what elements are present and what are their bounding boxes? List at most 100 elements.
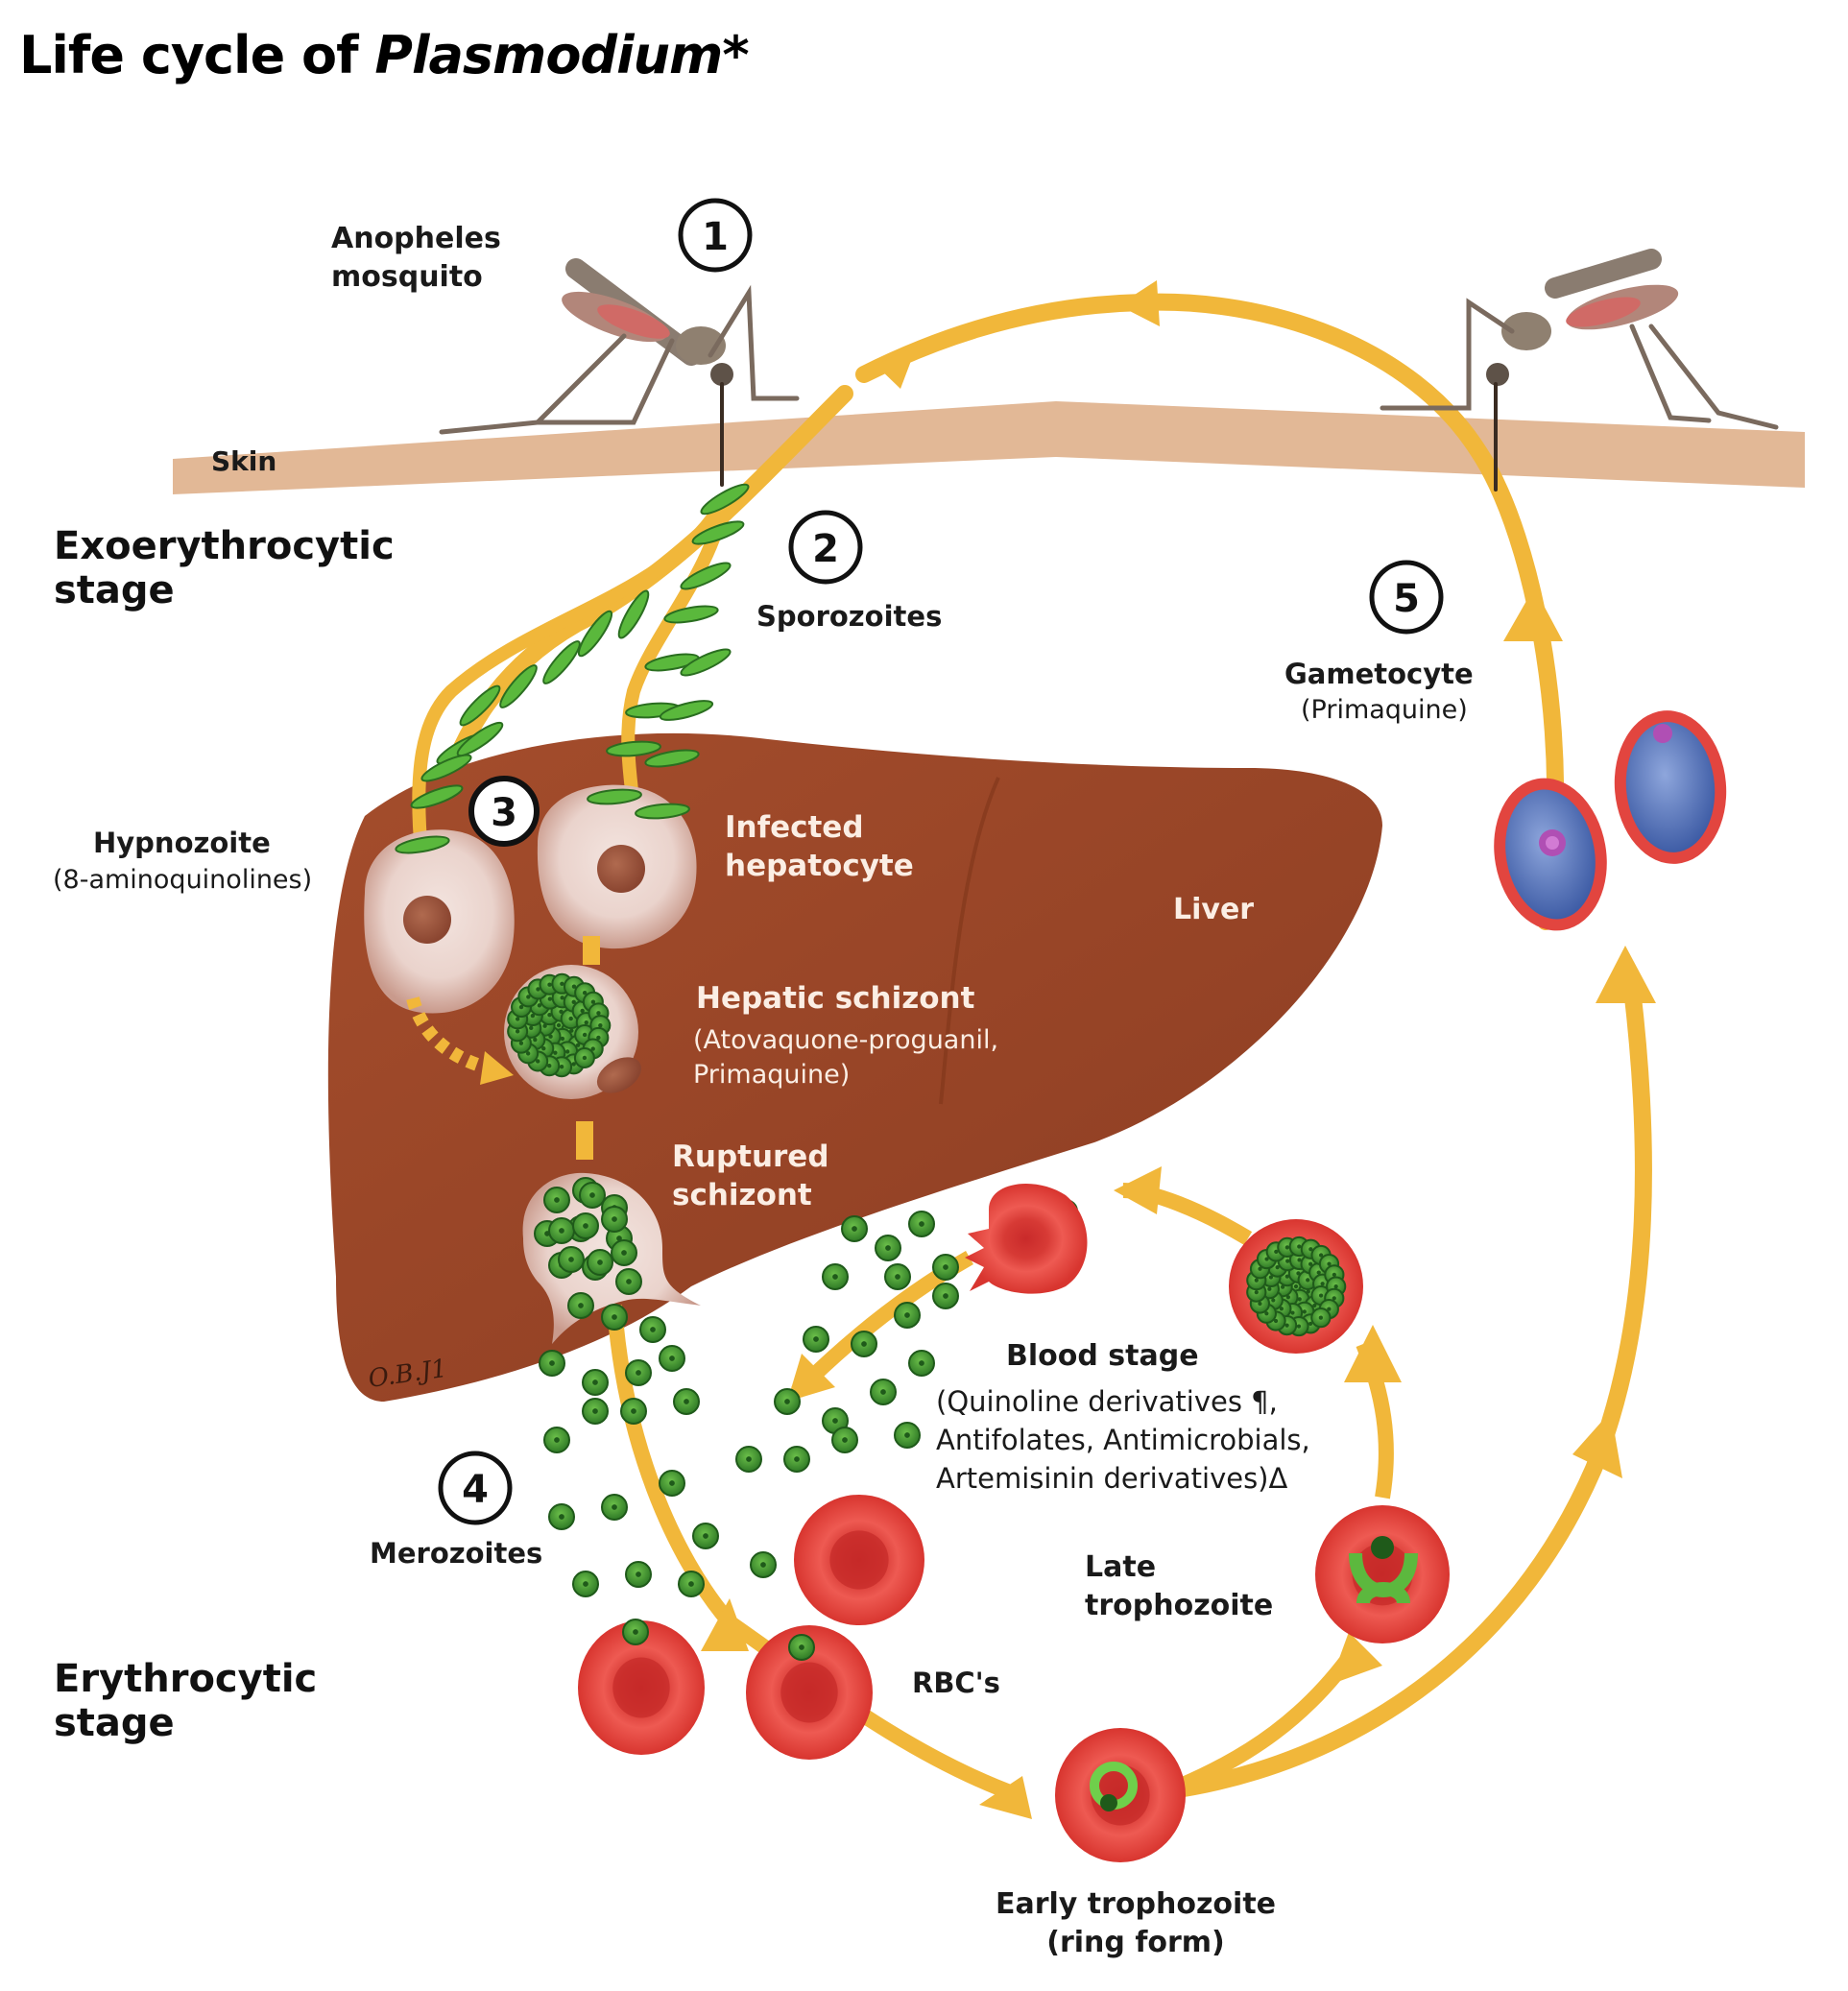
sporozoite — [635, 803, 690, 820]
step-2: 2 — [788, 510, 863, 585]
sporozoite — [606, 740, 661, 757]
svg-text:1: 1 — [702, 215, 729, 259]
early-trophozoite-rbc — [1055, 1728, 1186, 1862]
exoerythrocytic-stage-line1: Exoerythrocytic — [54, 524, 395, 568]
bursting-rbc — [965, 1184, 1088, 1294]
schizont-merozoite-cluster — [507, 972, 612, 1078]
merozoite — [573, 1046, 595, 1068]
erythrocytic-stage-line2: stage — [54, 1701, 175, 1745]
mosquito-icon-right — [1380, 249, 1779, 492]
merozoite — [582, 1398, 609, 1425]
merozoites-label: Merozoites — [370, 1537, 542, 1570]
merozoite — [831, 1427, 858, 1453]
title-genus: Plasmodium — [374, 25, 723, 85]
merozoite — [639, 1316, 666, 1343]
sporozoite — [499, 664, 538, 708]
merozoite — [579, 1182, 606, 1209]
blood-stage-label: Blood stage — [1006, 1339, 1199, 1373]
outer-arrowheads — [876, 280, 1656, 1478]
merozoite — [788, 1634, 815, 1661]
merozoite — [587, 1249, 613, 1276]
late-trophozoite-rbc — [1315, 1505, 1450, 1643]
sporozoites-label: Sporozoites — [756, 600, 942, 633]
gametocyte-female — [1494, 778, 1607, 931]
merozoite — [625, 1359, 652, 1386]
merozoite — [615, 1268, 642, 1295]
sporozoite — [644, 749, 700, 768]
mosquito-label-line2: mosquito — [331, 260, 483, 294]
blood-stage-drug-line1: (Quinoline derivatives ¶, — [936, 1385, 1278, 1418]
svg-text:3: 3 — [491, 791, 517, 835]
sporozoite — [459, 684, 501, 727]
merozoite — [572, 1571, 599, 1597]
merozoite — [908, 1350, 935, 1377]
merozoite — [622, 1619, 649, 1645]
blood-stage-drug-line3: Artemisinin derivatives)Δ — [936, 1462, 1287, 1495]
sporozoite — [542, 640, 581, 684]
sporozoite — [577, 610, 613, 658]
connector-arrow — [583, 936, 600, 965]
merozoite — [601, 1304, 628, 1331]
merozoite — [783, 1446, 810, 1473]
title-asterisk: * — [722, 25, 749, 85]
merozoite — [735, 1446, 762, 1473]
red-blood-cell — [578, 1620, 705, 1755]
sporozoite — [663, 605, 719, 624]
sporozoite — [410, 784, 464, 809]
late-trophozoite-label-line1: Late — [1085, 1550, 1156, 1584]
merozoite — [548, 1503, 575, 1530]
merozoite — [908, 1211, 935, 1237]
merozoite — [1310, 1307, 1332, 1329]
connector-arrow — [576, 1121, 593, 1160]
sporozoite — [680, 562, 732, 590]
red-blood-cell — [794, 1495, 924, 1625]
sporozoite — [700, 483, 750, 516]
hypnozoite-drug-label: (8-aminoquinolines) — [53, 865, 312, 895]
blood-cycle-arrowheads — [701, 1166, 1402, 1819]
liver-lobe-line — [939, 777, 1000, 1105]
sporozoite-arrows — [412, 495, 732, 865]
sporozoite — [420, 754, 472, 782]
merozoite — [601, 1206, 628, 1233]
merozoite — [932, 1283, 959, 1309]
step-4: 4 — [438, 1451, 513, 1525]
merozoite — [750, 1551, 777, 1578]
hepatic-schizont-cell — [504, 965, 642, 1099]
svg-text:4: 4 — [462, 1468, 489, 1512]
step-3: 3 — [468, 776, 540, 847]
infected-hepatocyte-label-line1: Infected — [725, 810, 864, 845]
gametocyte-male — [1614, 710, 1727, 864]
sporozoites-group — [395, 483, 750, 854]
rbcs-label: RBC's — [912, 1667, 1000, 1699]
red-blood-cells — [578, 1495, 1450, 1862]
late-trophozoite-label-line2: trophozoite — [1085, 1589, 1273, 1622]
svg-text:2: 2 — [812, 527, 839, 571]
arrowhead-right-upper — [1503, 588, 1563, 641]
svg-text:5: 5 — [1393, 577, 1420, 621]
merozoite — [803, 1326, 829, 1353]
skin-layer — [173, 401, 1805, 494]
title-prefix: Life cycle of — [19, 25, 375, 85]
erythrocytic-stage-line1: Erythrocytic — [54, 1657, 317, 1701]
mosquito-icon-left — [439, 258, 800, 487]
page-title: Life cycle of Plasmodium* — [19, 25, 750, 85]
sporozoite — [617, 589, 650, 639]
step-1: 1 — [678, 198, 753, 273]
early-trophozoite-label-line2: (ring form) — [1046, 1926, 1225, 1959]
hepatic-schizont-label: Hepatic schizont — [696, 981, 975, 1016]
merozoite — [774, 1388, 801, 1415]
merozoite — [659, 1470, 685, 1497]
ruptured-schizont-label-line2: schizont — [672, 1178, 812, 1212]
blood-schizont-cluster — [1246, 1235, 1347, 1337]
infected-hepatocyte-label-line2: hepatocyte — [725, 849, 914, 883]
skin-label: Skin — [211, 445, 276, 477]
merozoite — [678, 1571, 705, 1597]
merozoite — [539, 1350, 565, 1377]
hypnozoite-cell — [364, 829, 515, 1014]
merozoite — [611, 1239, 637, 1266]
merozoite — [567, 1292, 594, 1319]
red-blood-cell — [746, 1625, 873, 1760]
merozoite — [572, 1212, 599, 1239]
gametocyte-label: Gametocyte — [1284, 658, 1474, 690]
